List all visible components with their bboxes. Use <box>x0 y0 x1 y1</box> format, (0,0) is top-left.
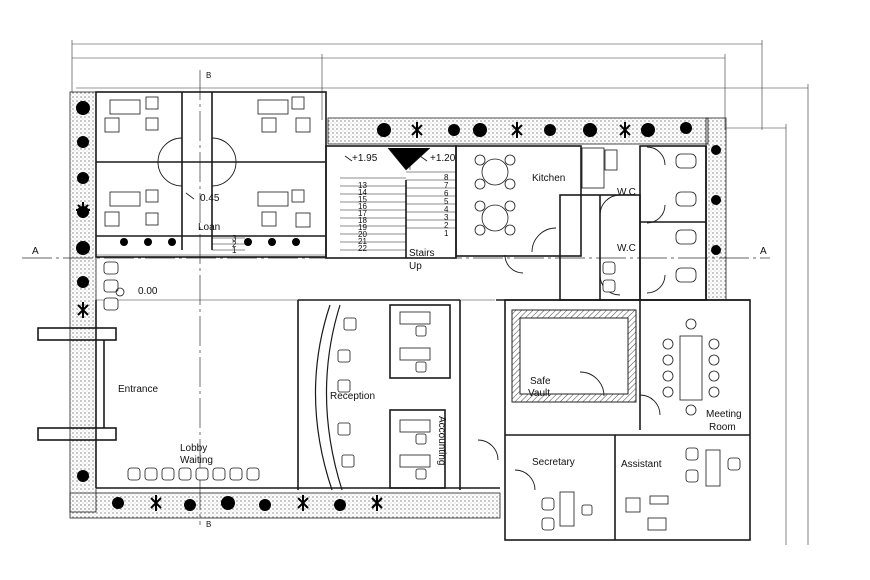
stair-step-number: 19 <box>358 223 367 232</box>
wc-top-label: W.C <box>617 187 636 198</box>
meeting-table <box>662 318 720 416</box>
stairs-label: Stairs <box>409 248 435 259</box>
stair-step-number: 13 <box>358 181 367 190</box>
stair-step-number: 8 <box>444 173 449 182</box>
reception-label: Reception <box>330 391 376 402</box>
stair-step-number: 4 <box>444 205 449 214</box>
palm-plants <box>76 122 631 511</box>
office-desks-lower <box>541 447 741 531</box>
stair-step-number: 5 <box>444 197 449 206</box>
meeting-label: Meeting <box>706 409 742 420</box>
stair-step-number: 3 <box>444 213 449 222</box>
vault-label: Vault <box>528 388 551 399</box>
stair-step-number: 1 <box>444 229 449 238</box>
section-a-right-mark: A <box>760 246 767 257</box>
reception-furniture <box>337 311 431 480</box>
column-dots <box>120 238 300 246</box>
stair-step-number: 2 <box>444 221 449 230</box>
level-000-label: 0.00 <box>138 286 158 297</box>
section-b-top-mark: B <box>206 71 212 80</box>
lobby-label: Lobby <box>180 443 208 454</box>
stair-step-number: 16 <box>358 202 367 211</box>
stair-step-number: 3 <box>232 234 237 243</box>
lobby-chairs <box>103 261 260 481</box>
walls <box>37 91 751 541</box>
misc-marks <box>115 155 428 297</box>
stair-step-number: 22 <box>358 244 367 253</box>
stair-step-number: 14 <box>358 188 367 197</box>
waiting-label: Waiting <box>180 455 213 466</box>
stair-step-number: 2 <box>232 240 237 249</box>
stair-step-number: 7 <box>444 181 449 190</box>
loan-label: Loan <box>198 222 221 233</box>
level-195-label: +1.95 <box>352 153 378 164</box>
doors <box>157 137 666 491</box>
section-b-bottom-mark: B <box>206 520 212 529</box>
stair-step-number: 20 <box>358 230 367 239</box>
wc-bottom-label: W.C <box>617 243 636 254</box>
stair-step-number: 21 <box>358 237 367 246</box>
stair-numbers-left: 13 14 15 16 17 18 19 20 21 22 <box>358 180 370 253</box>
level-120-label: +1.20 <box>430 153 456 164</box>
stair-treads <box>212 147 456 251</box>
entrance-label: Entrance <box>118 384 159 395</box>
kitchen-label: Kitchen <box>532 173 566 184</box>
accounting-label: Accounting <box>436 416 447 466</box>
stair-numbers-landing: 3 2 1 <box>232 233 242 255</box>
office-furniture <box>104 96 311 228</box>
stair-step-number: 18 <box>358 216 367 225</box>
meeting-room-label: Room <box>709 422 736 433</box>
level-045-label: 0.45 <box>200 193 220 204</box>
stair-numbers-right: 8 7 6 5 4 3 2 1 <box>444 172 456 238</box>
reception-desk <box>314 304 343 491</box>
kitchen-tables <box>474 147 618 236</box>
secretary-label: Secretary <box>532 457 575 468</box>
section-a-left-mark: A <box>32 246 39 257</box>
stair-step-number: 15 <box>358 195 367 204</box>
stairs-up-label: Up <box>409 261 422 272</box>
assistant-label: Assistant <box>621 459 662 470</box>
stair-step-number: 1 <box>232 246 237 255</box>
stair-step-number: 6 <box>444 189 449 198</box>
stair-step-number: 17 <box>358 209 367 218</box>
toilet-fixtures <box>602 153 697 293</box>
safe-vault-walls <box>511 309 637 403</box>
safe-label: Safe <box>530 376 551 387</box>
